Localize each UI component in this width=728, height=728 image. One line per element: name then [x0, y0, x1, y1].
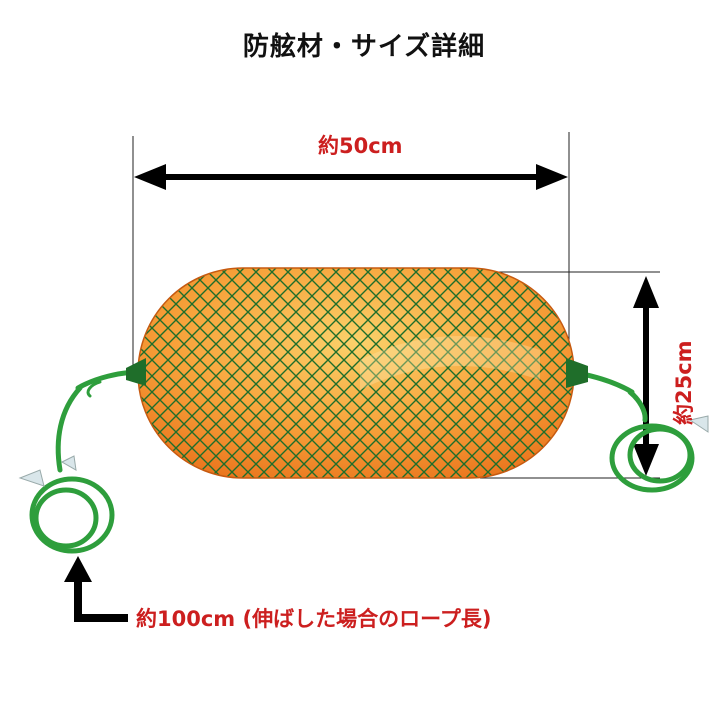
net-tie-right	[566, 358, 588, 388]
height-arrow	[633, 276, 659, 476]
right-rope-tag	[688, 415, 709, 433]
left-rope-tag	[18, 455, 77, 487]
rope-length-arrow	[64, 556, 128, 622]
height-dimension-label: 約25cm	[672, 340, 696, 425]
width-arrow	[134, 164, 568, 190]
net-tie-left	[126, 358, 146, 386]
fender-body	[137, 267, 575, 479]
left-rope	[29, 369, 143, 554]
page-title: 防舷材・サイズ詳細	[242, 32, 486, 62]
rope-length-label: 約100cm (伸ばした場合のロープ長)	[136, 607, 492, 631]
width-dimension-label: 約50cm	[318, 134, 403, 158]
